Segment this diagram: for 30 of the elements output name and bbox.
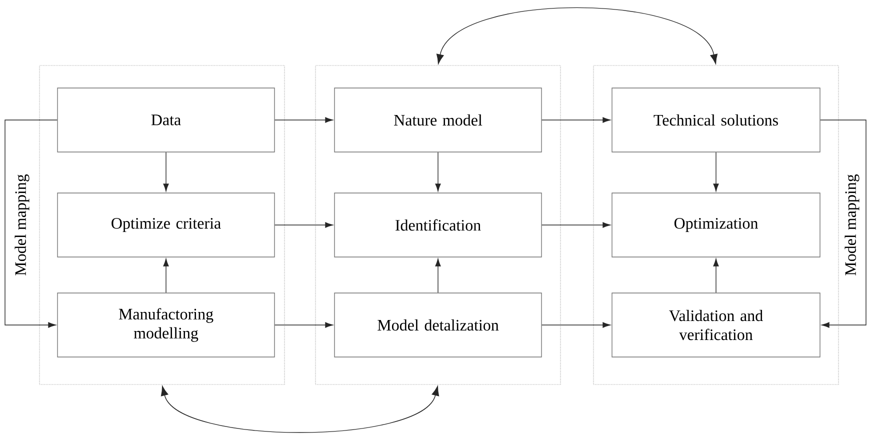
arrow xyxy=(160,386,440,433)
process-box: Identification xyxy=(334,192,542,258)
arrow xyxy=(4,120,58,328)
arrow xyxy=(163,152,169,192)
process-box: Validation and verification xyxy=(612,292,820,358)
arrow xyxy=(542,322,610,328)
process-box: Manufactoring modelling xyxy=(57,292,275,358)
arrow xyxy=(435,258,441,293)
process-box: Optimize criteria xyxy=(57,192,275,258)
arrow xyxy=(163,258,169,293)
arrow xyxy=(542,222,610,228)
process-box: Data xyxy=(57,88,275,152)
arrow xyxy=(274,222,333,228)
group-box xyxy=(315,65,561,385)
edge-label: Model mapping xyxy=(14,173,30,277)
process-box: Model detalization xyxy=(334,292,542,358)
arrow xyxy=(820,120,866,328)
process-box: Nature model xyxy=(334,88,542,152)
edge-label: Model mapping xyxy=(844,173,860,277)
arrow xyxy=(274,117,333,123)
process-box: Optimization xyxy=(612,192,820,258)
arrow xyxy=(435,152,441,192)
group-box xyxy=(593,65,839,385)
arrow xyxy=(713,258,719,293)
group-box xyxy=(39,65,285,385)
arrow xyxy=(436,7,718,64)
arrow xyxy=(542,117,610,123)
process-box: Technical solutions xyxy=(612,88,820,152)
arrow xyxy=(274,322,333,328)
arrow xyxy=(713,152,719,192)
